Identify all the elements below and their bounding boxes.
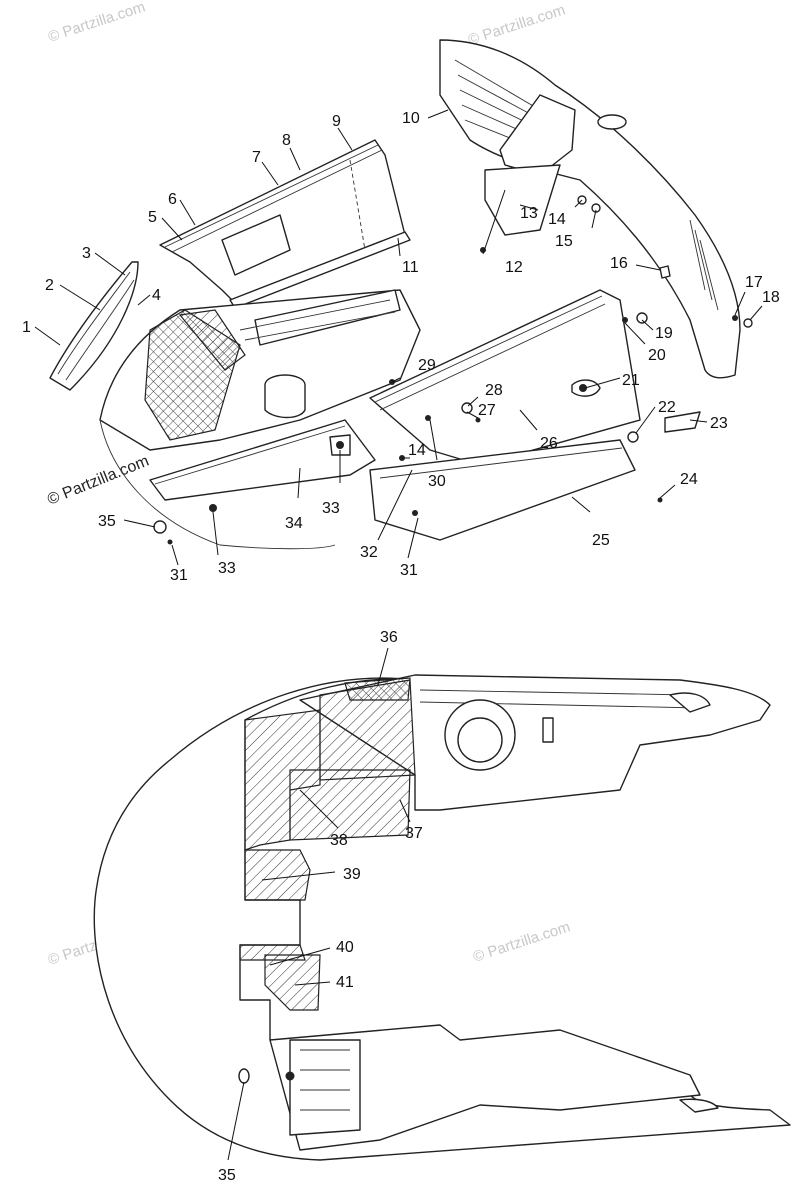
- leader-lines-bottom: [227, 647, 411, 1161]
- callout-3: 3: [82, 245, 91, 262]
- part-right-side-panel: [369, 289, 701, 466]
- callout-14a: 14: [548, 211, 566, 228]
- lower-bracket: [289, 1039, 361, 1136]
- callout-14b: 14: [408, 442, 426, 459]
- fasteners-top: [153, 195, 753, 545]
- outline-hood: [93, 677, 791, 1161]
- watermark-top-left: © Partzilla.com: [46, 0, 147, 46]
- panel-38: [244, 709, 321, 851]
- callout-1: 1: [22, 319, 31, 336]
- callout-33b: 33: [218, 560, 236, 577]
- lower-tunnel: [269, 1024, 701, 1151]
- callout-24: 24: [680, 471, 698, 488]
- callout-34: 34: [285, 515, 303, 532]
- callout-17: 17: [745, 274, 763, 291]
- callout-33a: 33: [322, 500, 340, 517]
- callout-16: 16: [610, 255, 628, 272]
- callout-41: 41: [336, 974, 354, 991]
- callout-31b: 31: [170, 567, 188, 584]
- callout-29: 29: [418, 357, 436, 374]
- part-upper-console: [159, 139, 411, 309]
- callout-8: 8: [282, 132, 291, 149]
- callout-13: 13: [520, 205, 538, 222]
- panel-36-top: [344, 677, 411, 701]
- callout-19: 19: [655, 325, 673, 342]
- callout-12: 12: [505, 259, 523, 276]
- callout-22: 22: [658, 399, 676, 416]
- callout-39: 39: [343, 866, 361, 883]
- callout-20: 20: [648, 347, 666, 364]
- callout-32: 32: [360, 544, 378, 561]
- watermark-top-right: © Partzilla.com: [466, 1, 567, 48]
- callout-11: 11: [402, 259, 419, 276]
- callout-27: 27: [478, 402, 496, 419]
- callout-2: 2: [45, 277, 54, 294]
- callout-30: 30: [428, 473, 446, 490]
- callouts-top: 1 2 3 4 5 6 7 8 9 10 11 12 13 14 15 16 1…: [22, 110, 780, 584]
- callout-18: 18: [762, 289, 780, 306]
- callout-40: 40: [336, 939, 354, 956]
- callout-5: 5: [148, 209, 157, 226]
- callout-4: 4: [152, 287, 161, 304]
- callout-35b: 35: [218, 1167, 236, 1184]
- callout-10: 10: [402, 110, 420, 127]
- part-left-lower-panel: [99, 419, 376, 550]
- callout-23: 23: [710, 415, 728, 432]
- leader-lines-top: [34, 109, 763, 566]
- part-lower-skirt: [369, 439, 636, 541]
- panel-39: [244, 849, 311, 901]
- callout-35a: 35: [98, 513, 116, 530]
- bottom-assembled-view: 36 37 38 39 40 41 35: [93, 629, 791, 1184]
- callouts-bottom: 36 37 38 39 40 41 35: [218, 629, 423, 1184]
- callout-37: 37: [405, 825, 423, 842]
- callout-26: 26: [540, 435, 558, 452]
- watermark-mid-left: © Partzilla.com: [45, 453, 151, 509]
- callout-21: 21: [622, 372, 640, 389]
- callout-9: 9: [332, 113, 341, 130]
- watermark-lower-right: © Partzilla.com: [471, 918, 572, 965]
- panel-41: [264, 954, 321, 1011]
- part-windshield-trim: [49, 261, 139, 391]
- callout-28: 28: [485, 382, 503, 399]
- part-nose-cowl: [439, 39, 741, 379]
- callout-15: 15: [555, 233, 573, 250]
- callout-7: 7: [252, 149, 261, 166]
- callout-25: 25: [592, 532, 610, 549]
- callout-6: 6: [168, 191, 177, 208]
- callout-36: 36: [380, 629, 398, 646]
- top-exploded-view: 1 2 3 4 5 6 7 8 9 10 11 12 13 14 15 16 1…: [22, 39, 780, 584]
- part-tunnel-body: [99, 289, 421, 451]
- upper-body: [299, 674, 771, 811]
- callout-31a: 31: [400, 562, 418, 579]
- callout-38: 38: [330, 832, 348, 849]
